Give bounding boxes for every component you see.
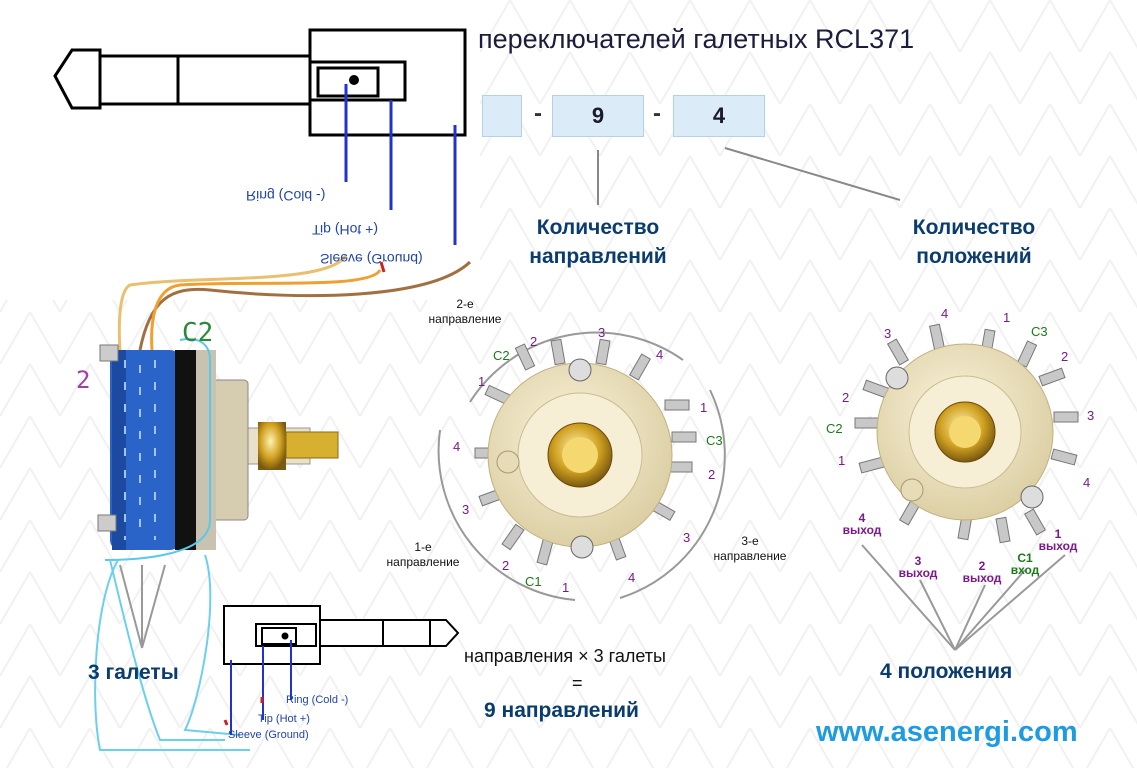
left-wafer-dial [437, 331, 726, 601]
hand-label-2: 2 [76, 366, 91, 394]
right-dial-pos-1: 1 [1003, 310, 1011, 325]
formula-result: 9 направлений [484, 699, 639, 722]
website-link[interactable]: www.asenergi.com [816, 716, 1078, 748]
code-box-3: 4 [673, 95, 765, 137]
code-separator-2: - [653, 100, 661, 127]
right-dial-pos-2l: 2 [842, 390, 850, 405]
cable-wires [117, 254, 472, 351]
jack-bottom-sleeve-label: Sleeve (Ground) [228, 729, 309, 741]
left-dial-pos-4c: 4 [453, 439, 461, 454]
left-dial-pos-1b: 1 [700, 400, 708, 415]
three-wafers-label: 3 галеты [88, 661, 179, 684]
jack-plug-top [53, 28, 467, 137]
left-dial-pos-1c: 1 [562, 580, 570, 595]
rotary-switch-photo [97, 338, 339, 561]
right-dial-pos-3r: 3 [1087, 408, 1095, 423]
left-dial-pos-2c: 2 [502, 558, 510, 573]
left-dial-pos-1a: 1 [478, 374, 486, 389]
right-dial-pos-4r: 4 [1083, 475, 1091, 490]
right-dial-c3: C3 [1031, 324, 1048, 339]
formula-equals: = [572, 673, 583, 693]
hand-label-c2: C2 [182, 318, 214, 348]
right-wafer-dial [854, 323, 1079, 544]
left-dial-pos-3b: 3 [683, 530, 691, 545]
left-dial-pos-2b: 2 [708, 467, 716, 482]
jack-wires-top [344, 84, 457, 245]
left-dial-c3: C3 [706, 433, 723, 448]
right-dial-c2: C2 [826, 421, 843, 436]
jack-top-ring-label: Ring (Cold -) [246, 188, 326, 204]
right-dial-pos-1l: 1 [838, 453, 846, 468]
jack-top-sleeve-label: Sleeve (Ground) [320, 251, 423, 267]
left-dial-pos-4a: 4 [656, 347, 664, 362]
formula-line: направления × 3 галеты [464, 646, 666, 666]
page-title: переключателей галетных RCL371 [478, 24, 915, 54]
code-box-2: 9 [552, 95, 644, 137]
code-box-1 [482, 95, 522, 137]
left-dial-c2: C2 [493, 348, 510, 363]
jack-plug-bottom [223, 605, 460, 665]
left-dial-pos-3c: 3 [462, 502, 470, 517]
jack-bottom-ring-label: Ring (Cold -) [286, 694, 349, 706]
left-dial-pos-4b: 4 [628, 570, 636, 585]
left-dial-pos-3a: 3 [598, 325, 606, 340]
right-dial-pos-3: 3 [884, 326, 892, 341]
right-dial-pos-4: 4 [941, 306, 949, 321]
left-dial-pos-2a: 2 [530, 334, 538, 349]
jack-bottom-tip-label: Tip (Hot +) [258, 713, 310, 725]
code-separator-1: - [534, 100, 542, 127]
right-dial-pos-2r: 2 [1061, 349, 1069, 364]
jack-top-tip-label: Tip (Hot +) [312, 222, 378, 238]
left-dial-c1: C1 [525, 574, 542, 589]
four-positions-label: 4 положения [880, 660, 1013, 683]
